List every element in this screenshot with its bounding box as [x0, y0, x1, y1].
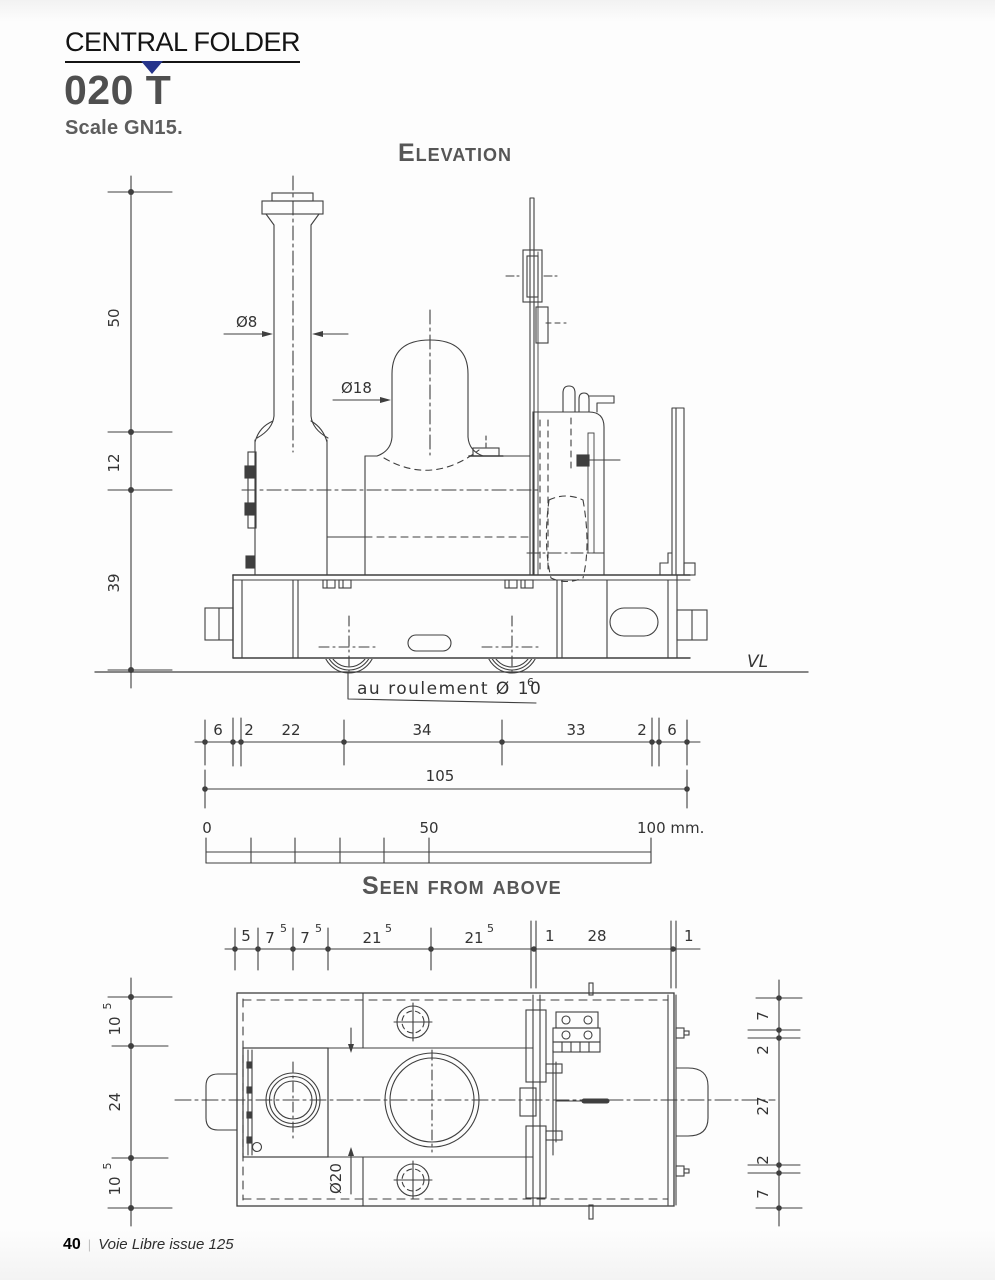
plan-drawing — [107, 920, 803, 1227]
dim-label: 28 — [587, 927, 606, 945]
footer-separator: | — [87, 1237, 92, 1252]
elevation-bottom-dimension-chain — [194, 717, 701, 809]
footplate-brackets — [322, 579, 534, 589]
steam-dome — [376, 309, 484, 471]
scale-fifty-label: 50 — [419, 819, 438, 837]
plan-body — [174, 992, 776, 1207]
scale-zero-label: 0 — [202, 819, 212, 837]
dim-label: 6 — [213, 721, 223, 739]
dim-label: 7 — [754, 1011, 772, 1021]
dim-label: 27 — [754, 1096, 772, 1115]
chimney — [256, 175, 329, 453]
plan-cab — [519, 982, 690, 1220]
scale-note: Scale GN15. — [65, 117, 183, 139]
saddle-tank — [241, 435, 541, 576]
dim-label: 7 — [754, 1189, 772, 1199]
dim-label: 7 — [300, 929, 310, 947]
plan-boiler — [327, 992, 534, 1207]
dim-label: 1 — [684, 927, 694, 945]
dim-superscript: 5 — [385, 922, 392, 935]
dim-label: 2 — [637, 721, 647, 739]
plan-front-buffer — [205, 1073, 238, 1131]
dome-diameter-dim — [332, 397, 391, 403]
dim-label: 22 — [281, 721, 300, 739]
front-buffer — [204, 607, 234, 641]
page-footer: 40 | Voie Libre issue 125 — [63, 1236, 234, 1254]
scale-hundred-label: 100 mm. — [637, 819, 704, 837]
dim-label: 21 — [362, 929, 381, 947]
dim-label: 5 — [241, 927, 251, 945]
backhead — [526, 385, 621, 583]
dim-label: 50 — [105, 308, 123, 327]
scale-bar — [205, 837, 652, 864]
dim-superscript: 5 — [101, 1003, 114, 1010]
dim-label: 39 — [105, 573, 123, 592]
dim-label: 34 — [412, 721, 431, 739]
axle-note-leader — [347, 671, 537, 704]
dim-label: 24 — [106, 1092, 124, 1111]
rear-buffer — [676, 609, 708, 641]
frame — [204, 574, 708, 659]
page-title: 020 T — [64, 67, 172, 113]
section-kicker: CENTRAL FOLDER — [65, 27, 301, 63]
plan-top-dimension-chain — [224, 920, 701, 989]
washout-plug-top — [393, 1002, 433, 1042]
dim-label: 7 — [265, 929, 275, 947]
dim-superscript: 5 — [280, 922, 287, 935]
dim-label: 2 — [754, 1155, 772, 1165]
elevation-drawing — [94, 175, 809, 864]
plan-dome-diameter-label: Ø20 — [327, 1163, 345, 1194]
dim-superscript: 5 — [315, 922, 322, 935]
smokebox — [244, 420, 328, 576]
plan-view-title: Seen from above — [362, 872, 562, 900]
page-number: 40 — [63, 1236, 81, 1253]
dim-label: 10 — [106, 1016, 124, 1035]
chimney-diameter-dim — [223, 331, 349, 337]
drawing-labels: 50 12 39 Ø8 Ø18 au roulement Ø 10 6 VL 6… — [101, 308, 772, 1198]
overall-length-label: 105 — [426, 767, 455, 785]
dome-diameter-label: Ø18 — [341, 379, 372, 397]
rail-level-mark: VL — [747, 652, 768, 672]
axle-note: au roulement Ø 10 — [357, 679, 542, 699]
dim-label: 12 — [105, 453, 123, 472]
dim-superscript: 5 — [487, 922, 494, 935]
plan-rear-buffer — [675, 1067, 709, 1137]
rear-weatherboard — [659, 407, 696, 576]
plan-dome-diameter-dim — [348, 1027, 354, 1195]
magazine-credit: Voie Libre issue 125 — [98, 1236, 234, 1253]
dim-label: 2 — [754, 1045, 772, 1055]
plan-right-dimension-chain — [747, 979, 803, 1227]
rear-lugs — [675, 1027, 690, 1177]
elevation-view-title: Elevation — [398, 139, 513, 167]
dim-label: 10 — [106, 1176, 124, 1195]
axle-note-superscript: 6 — [527, 676, 534, 689]
down-triangle-icon — [141, 61, 163, 74]
dim-superscript: 5 — [101, 1163, 114, 1170]
dim-label: 6 — [667, 721, 677, 739]
dim-label: 21 — [464, 929, 483, 947]
dim-label: 33 — [566, 721, 585, 739]
plan-left-dimension-chain — [107, 977, 173, 1227]
elevation-left-dimension-chain — [107, 175, 173, 689]
chimney-diameter-label: Ø8 — [236, 313, 257, 331]
plan-smokebox — [242, 1047, 329, 1158]
cab-front-sheet — [505, 197, 567, 576]
dim-label: 1 — [545, 927, 555, 945]
dim-label: 2 — [244, 721, 254, 739]
wheels — [318, 615, 543, 674]
washout-plug-bottom — [393, 1160, 433, 1200]
